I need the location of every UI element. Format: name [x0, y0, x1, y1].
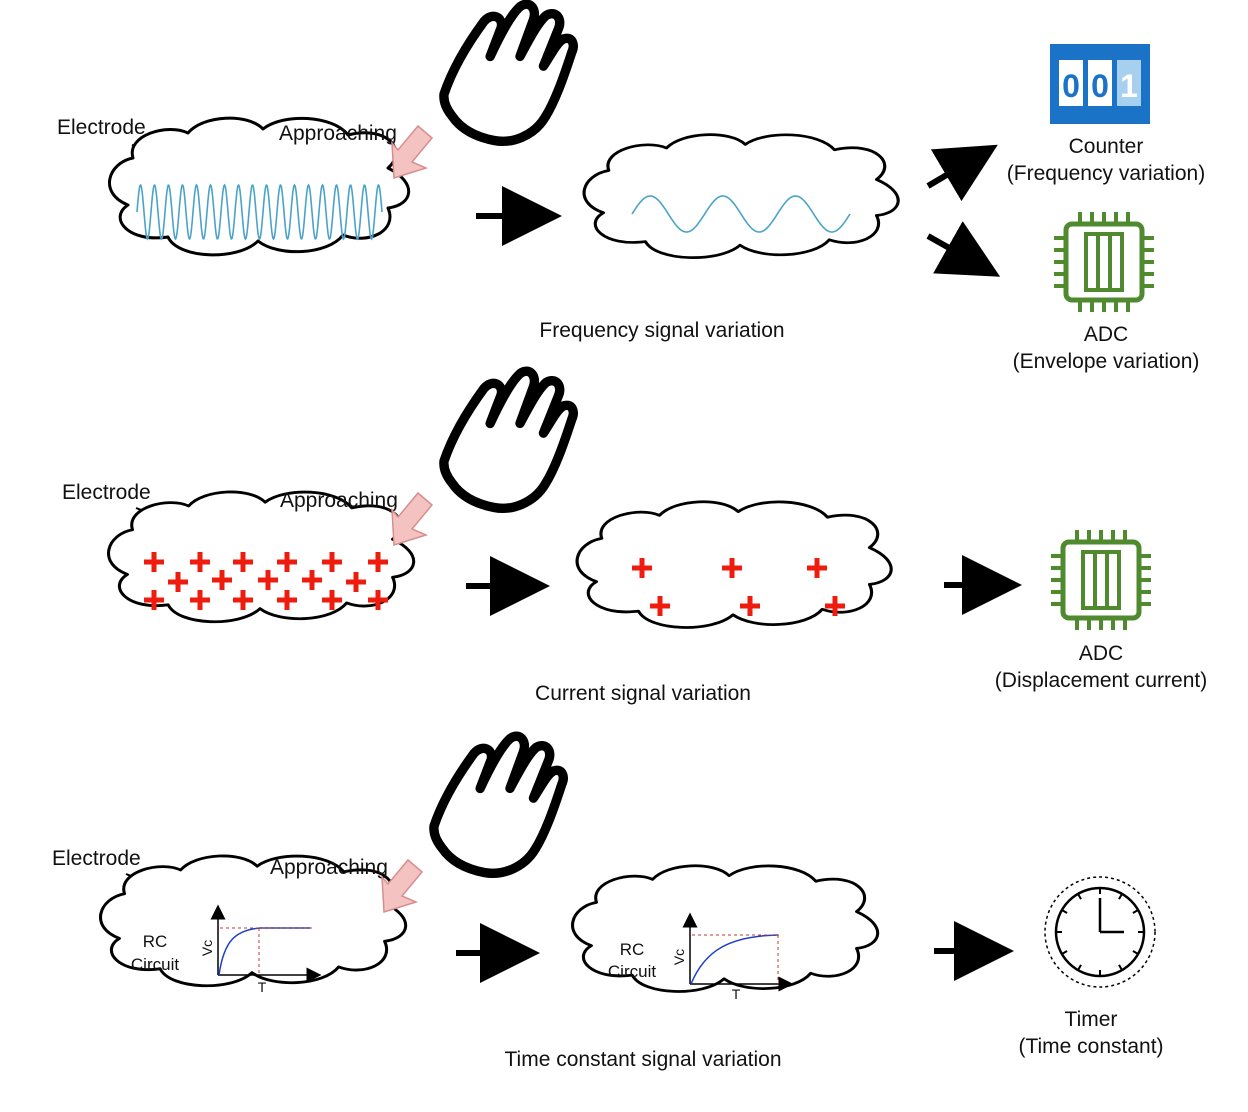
charge-plus: [322, 590, 342, 610]
charge-plus: [722, 558, 742, 578]
charge-plus: [302, 570, 322, 590]
caption-current: Current signal variation: [535, 682, 751, 705]
approaching-arrow: [391, 124, 434, 180]
clock-tick: [1077, 894, 1082, 900]
axis-y-label: Vc: [671, 949, 687, 965]
rc-label: Circuit: [608, 962, 656, 981]
charging-curve: [690, 934, 779, 985]
electrode-cloud-detected: [582, 133, 900, 260]
row-current: Electrode Approaching Current signal var…: [62, 360, 1207, 705]
charge-plus: [346, 572, 366, 592]
rc-label: RC: [143, 932, 168, 951]
electrode-label: Electrode: [62, 481, 151, 504]
charge-plus: [258, 570, 278, 590]
row-time-constant: Electrode RC Circuit Vc T Approaching RC…: [52, 725, 1164, 1071]
charge-plus: [368, 590, 388, 610]
flow-arrow-down: [926, 221, 1001, 277]
clock-tick: [1118, 964, 1123, 970]
rc-label: RC: [620, 940, 645, 959]
clock-tick: [1118, 894, 1123, 900]
charge-plus: [190, 552, 210, 572]
counter-digit: 1: [1120, 68, 1138, 104]
counter-digit: 0: [1091, 68, 1109, 104]
rc-graph-fast: Vc T: [199, 904, 322, 995]
approaching-arrow: [391, 491, 434, 547]
row-frequency: Electrode Approaching Frequency signal v…: [57, 0, 1205, 373]
clock-icon: [1044, 876, 1156, 988]
charging-curve: [218, 927, 310, 976]
clock-tick: [1062, 950, 1068, 955]
axis-x-label: T: [732, 986, 741, 1002]
approaching-label: Approaching: [279, 122, 397, 145]
approaching-label: Approaching: [280, 489, 398, 512]
counter-detail: (Frequency variation): [1007, 162, 1205, 185]
timer-detail: (Time constant): [1018, 1035, 1163, 1058]
adc-label: ADC: [1079, 642, 1123, 665]
approaching-arrow: [381, 858, 424, 914]
counter-icon: 0 0 1: [1050, 44, 1150, 124]
counter-digit: 0: [1062, 68, 1080, 104]
charge-plus: [144, 552, 164, 572]
adc-label: ADC: [1084, 323, 1128, 346]
caption-time-constant: Time constant signal variation: [504, 1048, 781, 1071]
counter-label: Counter: [1069, 135, 1144, 158]
electrode-label: Electrode: [57, 116, 146, 139]
flow-arrow-up: [926, 144, 998, 202]
chip-icon: [1063, 542, 1139, 618]
clock-tick: [1132, 909, 1138, 914]
clock-tick: [1062, 909, 1068, 914]
caption-frequency: Frequency signal variation: [539, 319, 784, 342]
charge-plus: [168, 572, 188, 592]
charge-plus: [144, 590, 164, 610]
adc-detail: (Displacement current): [995, 669, 1207, 692]
approaching-label: Approaching: [270, 856, 388, 879]
timer-label: Timer: [1065, 1008, 1118, 1031]
charge-plus: [632, 558, 652, 578]
charge-plus: [322, 552, 342, 572]
charge-plus: [740, 596, 760, 616]
chip-pins: [1051, 530, 1151, 630]
high-frequency-wave: [136, 183, 383, 241]
rc-label: Circuit: [131, 955, 179, 974]
charge-plus: [190, 590, 210, 610]
chip-pins: [1054, 212, 1154, 312]
clock-tick: [1132, 950, 1138, 955]
charge-group-sparse: [632, 558, 845, 616]
charge-plus: [368, 552, 388, 572]
charge-plus: [807, 558, 827, 578]
chip-icon: [1066, 224, 1142, 300]
hand-icon: [412, 725, 587, 890]
hand-icon: [422, 0, 597, 158]
charge-plus: [277, 590, 297, 610]
charge-plus: [212, 570, 232, 590]
low-frequency-wave: [631, 195, 851, 233]
charge-plus: [650, 596, 670, 616]
charge-group-dense: [144, 552, 388, 610]
charge-plus: [277, 552, 297, 572]
hand-icon: [422, 360, 597, 525]
clock-tick: [1077, 964, 1082, 970]
rc-graph-slow: Vc T: [671, 912, 794, 1002]
axis-y-label: Vc: [199, 940, 215, 956]
axis-x-label: T: [258, 979, 267, 995]
charge-plus: [233, 552, 253, 572]
adc-detail: (Envelope variation): [1013, 350, 1200, 373]
charge-plus: [825, 596, 845, 616]
charge-plus: [233, 590, 253, 610]
electrode-label: Electrode: [52, 847, 141, 870]
